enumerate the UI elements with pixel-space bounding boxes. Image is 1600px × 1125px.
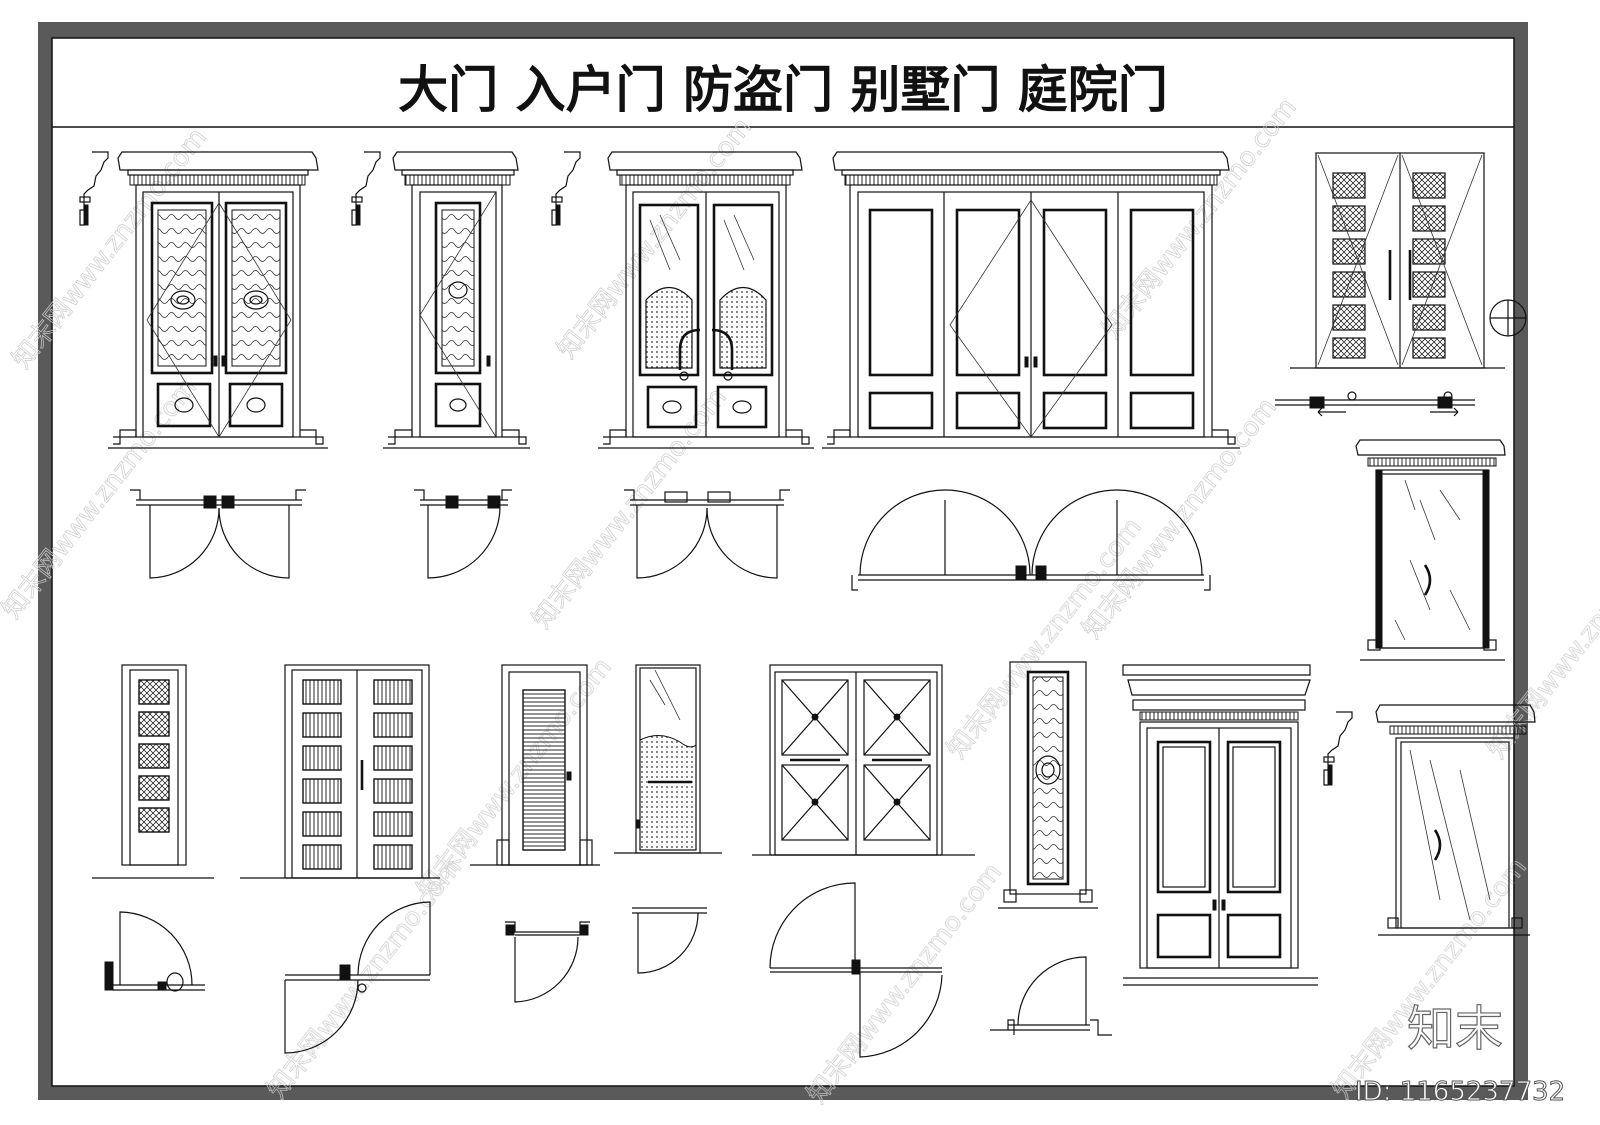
- door-elevation-b: [383, 151, 530, 449]
- door-elevation-f: [1355, 439, 1506, 661]
- door-elevation-h: [240, 664, 440, 879]
- door-elevation-i: [470, 664, 600, 866]
- door-plan-l: [990, 956, 1112, 1036]
- drawing-id: ID: 1165237732: [1355, 1077, 1565, 1107]
- cornice-profile-3: [551, 151, 581, 226]
- door-plan-e: [1275, 391, 1475, 417]
- door-elevation-g: [92, 664, 214, 879]
- inner-frame: [51, 37, 1515, 1087]
- door-elevation-d: [822, 151, 1240, 449]
- door-plan-i: [505, 921, 590, 1003]
- door-elevation-c: [598, 151, 814, 449]
- door-elevation-l: [998, 661, 1098, 909]
- sheet-title: 大门 入户门 防盗门 别墅门 庭院门: [398, 61, 1168, 119]
- door-plan-h: [284, 901, 431, 1054]
- door-elevation-n: [1323, 704, 1536, 936]
- door-elevation-j: [614, 664, 722, 854]
- cornice-profile-1: [79, 151, 109, 226]
- door-elevation-e: [1290, 152, 1527, 369]
- cornice-profile-2: [351, 151, 381, 226]
- door-plan-k: [769, 882, 943, 1058]
- door-plan-j: [632, 907, 707, 974]
- door-plan-c: [624, 489, 790, 579]
- door-plan-g: [104, 911, 205, 992]
- door-elevation-m: [1122, 664, 1318, 986]
- door-elevation-k: [752, 664, 975, 856]
- door-plan-d: [851, 489, 1211, 591]
- door-elevation-a: [108, 151, 328, 449]
- door-plan-b: [414, 489, 512, 579]
- brand-mark: 知末: [1407, 1001, 1503, 1057]
- door-plan-a: [130, 489, 306, 579]
